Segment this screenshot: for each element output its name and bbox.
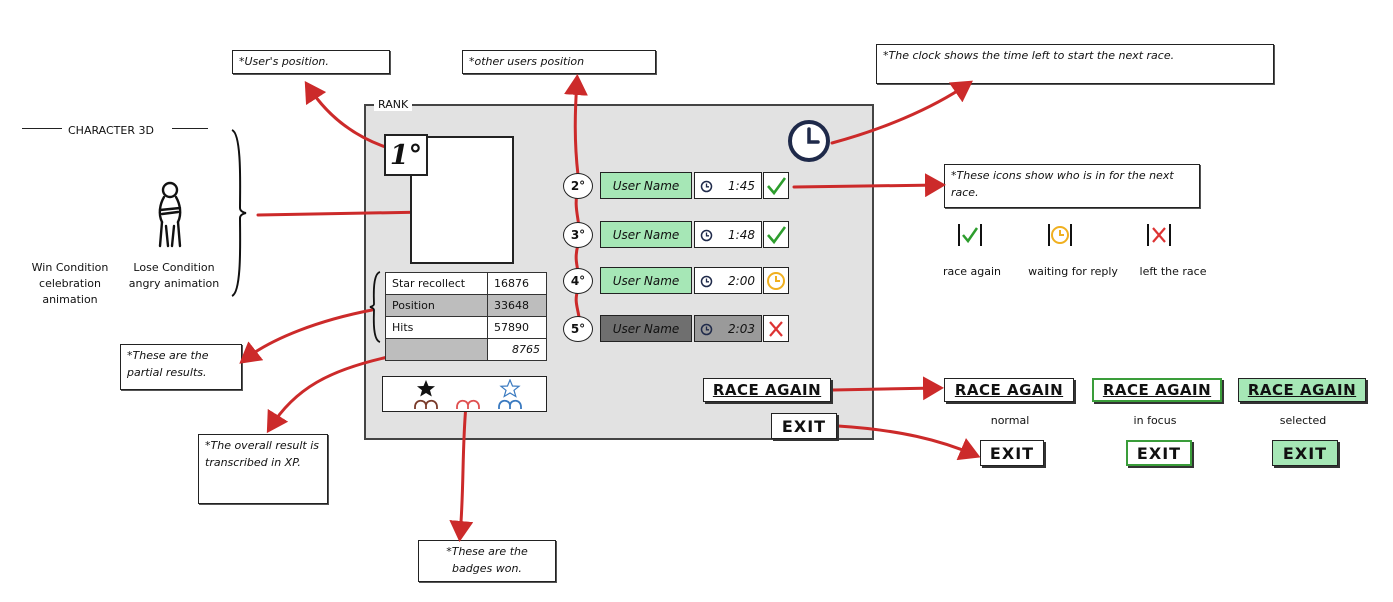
- arrow-race-again: [831, 376, 944, 401]
- total-xp-value: 8765: [487, 338, 547, 361]
- total-label-cell: [385, 338, 488, 361]
- note-clock: *The clock shows the time left to start …: [876, 44, 1274, 84]
- user-time-box: 1:45: [694, 172, 762, 199]
- legend-race-again-text: race again: [942, 265, 1002, 278]
- win-condition-text: Win Condition celebration animation: [31, 261, 109, 306]
- legend-x-icon: [1145, 222, 1173, 248]
- user-name-box: User Name: [600, 267, 692, 294]
- user-time-text: 2:03: [728, 321, 755, 336]
- badge-red-icon: [456, 399, 480, 409]
- user-name-box: User Name: [600, 172, 692, 199]
- arrow-character: [256, 200, 434, 225]
- arrow-clock: [830, 80, 973, 145]
- lose-condition-text: Lose Condition angry animation: [128, 261, 220, 290]
- arrow-other-users: [564, 74, 588, 177]
- arrow-partial: [239, 308, 374, 364]
- state-normal-label: normal: [990, 414, 1030, 427]
- exit-button-selected[interactable]: EXIT: [1272, 440, 1338, 466]
- character-title-line-right: [172, 128, 208, 129]
- race-again-button-normal[interactable]: RACE AGAIN: [944, 378, 1074, 402]
- note-user-position: *User's position.: [232, 50, 390, 74]
- badges-box: [382, 376, 547, 412]
- rank-position-circle: 2°: [563, 173, 593, 199]
- character-brace-icon: [231, 129, 247, 297]
- race-again-button-selected[interactable]: RACE AGAIN: [1238, 378, 1366, 402]
- arrow-status-icons: [792, 173, 946, 198]
- note-partial-results: *These are the partial results.: [120, 344, 242, 390]
- badge-star-icon: [414, 380, 438, 409]
- user-time-text: 2:00: [728, 273, 755, 288]
- user-name-box: User Name: [600, 315, 692, 342]
- character-title: CHARACTER 3D: [68, 124, 154, 137]
- user-time-box: 2:00: [694, 267, 762, 294]
- stat-label: Position: [385, 294, 488, 317]
- small-clock-icon: [700, 180, 713, 193]
- exit-button-normal[interactable]: EXIT: [980, 440, 1044, 466]
- stat-value: 57890: [487, 316, 547, 339]
- stats-brace-icon: [369, 271, 381, 343]
- rank-position-circle: 3°: [563, 222, 593, 248]
- rank-position-circle: 4°: [563, 268, 593, 294]
- table-row: Star recollect 16876: [385, 272, 547, 295]
- small-clock-icon: [700, 275, 713, 288]
- note-overall-result: *The overall result is transcribed in XP…: [198, 434, 328, 504]
- character-figure-icon: [158, 181, 182, 248]
- arrow-user-position: [304, 80, 397, 152]
- small-clock-icon: [700, 323, 713, 336]
- table-row-total: 8765: [385, 338, 547, 361]
- badge-blue-icon: [498, 379, 522, 409]
- state-selected-label: selected: [1279, 414, 1327, 427]
- legend-check-icon: [956, 222, 984, 248]
- rank-position-circle: 5°: [563, 316, 593, 342]
- user-name-box: User Name: [600, 221, 692, 248]
- note-badges: *These are the badges won.: [418, 540, 556, 582]
- x-icon: [763, 315, 789, 342]
- note-status-icons: *These icons show who is in for the next…: [944, 164, 1200, 208]
- waiting-clock-icon: [763, 267, 789, 294]
- clock-icon[interactable]: [786, 118, 832, 164]
- legend-left-text: left the race: [1139, 265, 1207, 278]
- race-again-button[interactable]: RACE AGAIN: [703, 378, 831, 402]
- user-time-box: 2:03: [694, 315, 762, 342]
- user-position-box: 1°: [384, 134, 428, 176]
- user-time-text: 1:45: [728, 178, 755, 193]
- user-time-box: 1:48: [694, 221, 762, 248]
- arrow-exit: [836, 424, 981, 461]
- table-row: Hits 57890: [385, 316, 547, 339]
- rank-connector: [574, 189, 581, 331]
- check-icon: [763, 221, 789, 248]
- note-other-users: *other users position: [462, 50, 656, 74]
- stat-value: 33648: [487, 294, 547, 317]
- state-focus-label: in focus: [1133, 414, 1177, 427]
- rank-label: RANK: [374, 98, 413, 111]
- arrow-overall: [266, 355, 390, 434]
- stat-value: 16876: [487, 272, 547, 295]
- legend-waiting-icon: [1046, 222, 1074, 248]
- stat-label: Star recollect: [385, 272, 488, 295]
- small-clock-icon: [700, 229, 713, 242]
- stat-label: Hits: [385, 316, 488, 339]
- stats-table: Star recollect 16876 Position 33648 Hits…: [385, 272, 547, 361]
- legend-waiting-text: waiting for reply: [1028, 265, 1118, 278]
- character-title-line-left: [22, 128, 62, 129]
- race-again-button-focus[interactable]: RACE AGAIN: [1092, 378, 1222, 402]
- check-icon: [763, 172, 789, 199]
- table-row: Position 33648: [385, 294, 547, 317]
- user-time-text: 1:48: [728, 227, 755, 242]
- arrow-badges: [449, 403, 474, 542]
- exit-button-focus[interactable]: EXIT: [1126, 440, 1192, 466]
- exit-button[interactable]: EXIT: [771, 413, 837, 439]
